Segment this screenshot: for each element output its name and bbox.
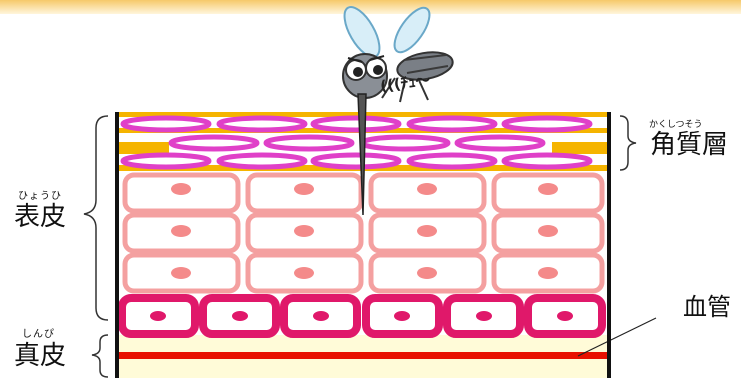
stratum-corneum-label: 角質層	[650, 130, 729, 160]
corneum-cell	[406, 152, 498, 170]
header-gradient-bar	[0, 0, 741, 14]
blood-vessel-label: 血管	[683, 293, 731, 321]
corneum-cell	[501, 115, 593, 133]
corneum-cell	[406, 115, 498, 133]
corneum-cell	[216, 115, 308, 133]
mosquito-proboscis	[357, 93, 367, 216]
corneum-cell	[310, 115, 402, 133]
stratum-corneum-reading: かくしつそう	[649, 120, 703, 130]
corneum-cell	[501, 152, 593, 170]
epidermis-label: 表皮	[14, 202, 67, 232]
epidermis-nuclei	[171, 183, 558, 279]
skin-right-border	[607, 112, 611, 378]
corneum-cell	[120, 152, 212, 170]
epidermis-reading: ひょうひ	[18, 191, 62, 202]
brace-icon	[83, 115, 637, 378]
basal-cells	[118, 294, 606, 338]
corneum-cell	[263, 134, 355, 152]
blood-vessel	[119, 352, 607, 359]
corneum-cell	[216, 152, 308, 170]
corneum-cell	[120, 115, 212, 133]
corneum-cell	[454, 134, 546, 152]
corneum-cell	[359, 134, 451, 152]
corneum-cell	[310, 152, 402, 170]
dermis-reading: しんぴ	[22, 329, 55, 340]
corneum-cell	[168, 134, 260, 152]
mosquito-icon	[342, 6, 454, 216]
dermis-label: 真皮	[14, 341, 67, 371]
skin-left-border	[115, 112, 119, 378]
blood-vessel-pointer	[577, 317, 657, 357]
basal-nuclei	[150, 311, 573, 321]
